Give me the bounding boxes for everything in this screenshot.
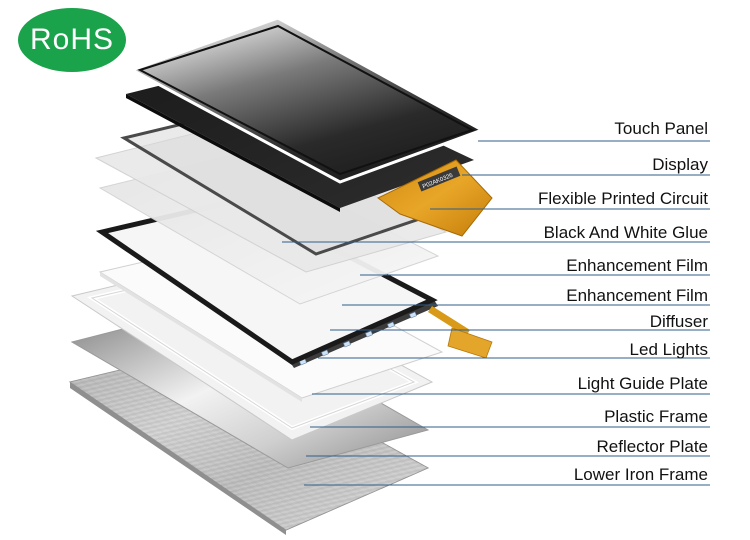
label-led-lights: Led Lights <box>629 340 708 359</box>
label-display: Display <box>652 155 708 174</box>
label-plastic-frame: Plastic Frame <box>604 407 708 426</box>
flexible-printed-circuit: P02AK0326 <box>377 159 493 237</box>
label-lower-iron-frame: Lower Iron Frame <box>573 465 708 484</box>
label-enhancement-film-1: Enhancement Film <box>566 256 708 275</box>
label-diffuser: Diffuser <box>649 312 708 331</box>
rohs-badge-text: RoHS <box>29 23 115 56</box>
label-flexible-printed-circuit: Flexible Printed Circuit <box>537 189 708 208</box>
touch-panel-layer <box>128 16 486 184</box>
label-light-guide-plate: Light Guide Plate <box>577 374 708 393</box>
label-black-and-white-glue: Black And White Glue <box>543 223 708 242</box>
leader-lines <box>282 140 710 486</box>
label-reflector-plate: Reflector Plate <box>596 437 709 456</box>
label-enhancement-film-2: Enhancement Film <box>566 286 708 305</box>
label-touch-panel: Touch Panel <box>614 119 708 138</box>
rohs-badge: RoHS <box>18 8 126 72</box>
